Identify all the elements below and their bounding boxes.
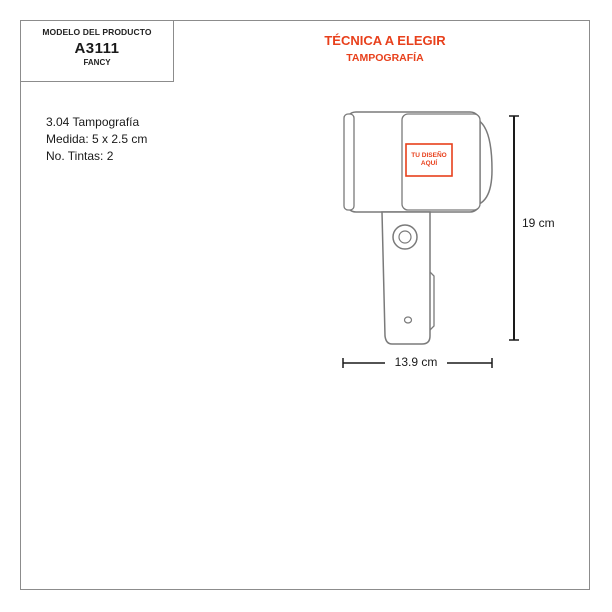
technique-title: TÉCNICA A ELEGIR bbox=[324, 33, 446, 48]
design-area-label: TU DISEÑO AQUÍ bbox=[408, 152, 450, 168]
technique-name: TAMPOGRAFÍA bbox=[346, 52, 424, 64]
model-info-box: MODELO DEL PRODUCTO A3111 FANCY bbox=[20, 20, 174, 82]
model-code: A3111 bbox=[74, 40, 120, 57]
design-area-line2: AQUÍ bbox=[420, 160, 438, 167]
handle-side-strip bbox=[429, 271, 435, 331]
spec-list: 3.04 Tampografía Medida: 5 x 2.5 cm No. … bbox=[46, 114, 147, 165]
speaker-front-face bbox=[343, 113, 355, 211]
design-area-line1: TU DISEÑO bbox=[411, 152, 447, 159]
width-label: 13.9 cm bbox=[385, 355, 447, 369]
spec-size: Medida: 5 x 2.5 cm bbox=[46, 132, 148, 146]
spec-technique: 3.04 Tampografía bbox=[46, 115, 140, 129]
spec-ink-count: No. Tintas: 2 bbox=[46, 149, 114, 163]
model-name: FANCY bbox=[83, 58, 111, 67]
model-heading: MODELO DEL PRODUCTO bbox=[42, 27, 152, 37]
height-label: 19 cm bbox=[522, 216, 555, 230]
pivot-knob-inner bbox=[398, 230, 412, 244]
print-area bbox=[405, 143, 453, 177]
product-drawing bbox=[342, 111, 519, 368]
handle-screw bbox=[403, 316, 413, 324]
handle-grip bbox=[381, 211, 431, 345]
page-frame bbox=[20, 20, 590, 590]
